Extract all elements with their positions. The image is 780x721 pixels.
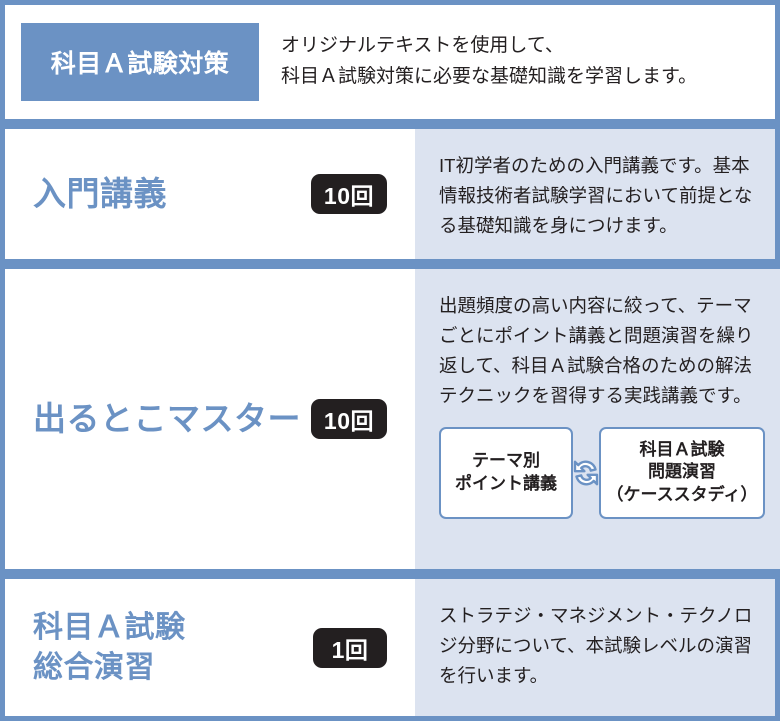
course-left-pane: 出るとこマスター 10回	[5, 269, 415, 569]
cycle-box-theme-lecture: テーマ別 ポイント講義	[439, 426, 573, 519]
header-inner: 科目Ａ試験対策 オリジナルテキストを使用して、 科目Ａ試験対策に必要な基礎知識を…	[5, 5, 775, 119]
cycle-arrows-icon	[564, 449, 608, 497]
course-title: 科目Ａ試験 総合演習	[33, 610, 186, 684]
cycle-diagram: テーマ別 ポイント講義 科目Ａ試験 問題演習 （ケーススタディ）	[439, 426, 765, 519]
header-badge: 科目Ａ試験対策	[21, 23, 259, 101]
course-description: ストラテジ・マネジメント・テクノロジ分野について、本試験レベルの演習を行います。	[439, 605, 753, 686]
course-left-pane: 入門講義 10回	[5, 129, 415, 259]
course-count-badge: 10回	[310, 174, 387, 214]
course-row-intro: 入門講義 10回 IT初学者のための入門講義です。基本情報技術者試験学習において…	[0, 124, 780, 264]
course-row-master: 出るとこマスター 10回 出題頻度の高い内容に絞って、テーマごとにポイント講義と…	[0, 264, 780, 574]
header-description: オリジナルテキストを使用して、 科目Ａ試験対策に必要な基礎知識を学習します。	[281, 35, 698, 87]
course-title: 出るとこマスター	[33, 400, 301, 438]
course-count-badge: 10回	[310, 399, 387, 439]
course-right-pane: ストラテジ・マネジメント・テクノロジ分野について、本試験レベルの演習を行います。	[415, 579, 775, 716]
course-right-pane: IT初学者のための入門講義です。基本情報技術者試験学習において前提となる基礎知識…	[415, 129, 775, 259]
course-left-pane: 科目Ａ試験 総合演習 1回	[5, 579, 415, 716]
course-count-badge: 1回	[313, 627, 387, 668]
course-right-pane: 出題頻度の高い内容に絞って、テーマごとにポイント講義と問題演習を繰り返して、科目…	[415, 269, 780, 569]
header-row: 科目Ａ試験対策 オリジナルテキストを使用して、 科目Ａ試験対策に必要な基礎知識を…	[0, 0, 780, 124]
course-description: 出題頻度の高い内容に絞って、テーマごとにポイント講義と問題演習を繰り返して、科目…	[439, 295, 754, 406]
cycle-box-exam-practice: 科目Ａ試験 問題演習 （ケーススタディ）	[599, 426, 765, 519]
course-description: IT初学者のための入門講義です。基本情報技術者試験学習において前提となる基礎知識…	[439, 155, 753, 236]
course-row-sogo-enshu: 科目Ａ試験 総合演習 1回 ストラテジ・マネジメント・テクノロジ分野について、本…	[0, 574, 780, 721]
course-title: 入門講義	[33, 175, 167, 213]
